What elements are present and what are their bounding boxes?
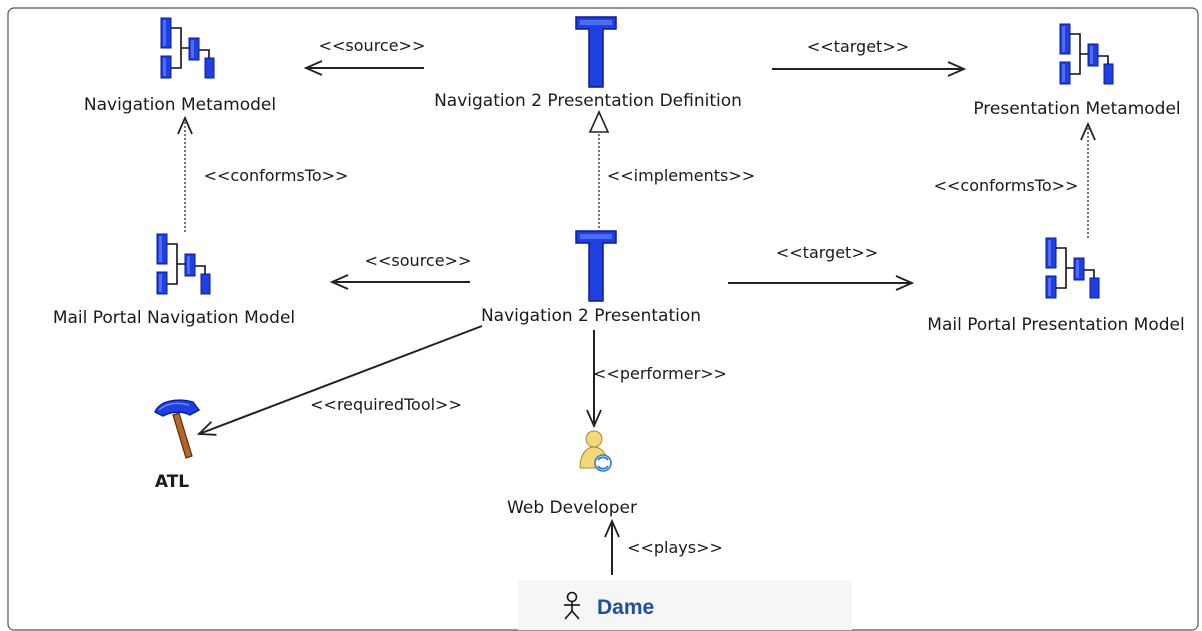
node-n2p-definition-label: Navigation 2 Presentation Definition [434, 91, 742, 111]
edge-required-tool-label: <<requiredTool>> [310, 395, 462, 414]
node-n2p[interactable]: Navigation 2 Presentation [481, 230, 701, 326]
edge-n2p-source-label: <<source>> [365, 251, 472, 270]
node-navigation-metamodel[interactable]: Navigation Metamodel [84, 17, 276, 115]
edge-definition-target-label: <<target>> [807, 37, 909, 56]
edge-n2p-target-label: <<target>> [776, 243, 878, 262]
person-icon [564, 591, 580, 620]
node-presentation-metamodel[interactable]: Presentation Metamodel [973, 23, 1181, 119]
node-n2p-label: Navigation 2 Presentation [481, 306, 701, 326]
edge-performer-label: <<performer>> [593, 364, 727, 383]
node-atl[interactable]: ATL [154, 399, 201, 492]
edge-definition-source-label: <<source>> [319, 36, 426, 55]
developer-role-icon [579, 430, 612, 472]
edge-required-tool-line [199, 325, 483, 434]
node-n2p-definition[interactable]: Navigation 2 Presentation Definition [434, 16, 742, 111]
hammer-icon [154, 399, 201, 459]
edge-conforms-right-label: <<conformsTo>> [934, 176, 1079, 195]
node-mail-portal-navigation-model-label: Mail Portal Navigation Model [53, 308, 295, 328]
edge-implements-label: <<implements>> [607, 166, 755, 185]
node-mail-portal-presentation-model[interactable]: Mail Portal Presentation Model [927, 237, 1185, 335]
edge-plays-label: <<plays>> [627, 538, 723, 557]
node-mail-portal-presentation-model-label: Mail Portal Presentation Model [927, 315, 1184, 335]
node-mail-portal-navigation-model[interactable]: Mail Portal Navigation Model [53, 233, 295, 328]
node-navigation-metamodel-label: Navigation Metamodel [84, 95, 276, 115]
edge-conforms-left-label: <<conformsTo>> [204, 166, 349, 185]
node-web-developer[interactable]: Web Developer [507, 430, 637, 518]
node-presentation-metamodel-label: Presentation Metamodel [973, 99, 1180, 119]
node-dame-label: Dame [597, 596, 654, 619]
node-web-developer-label: Web Developer [507, 498, 637, 518]
node-atl-label: ATL [155, 472, 189, 492]
node-dame[interactable]: Dame [518, 580, 852, 630]
